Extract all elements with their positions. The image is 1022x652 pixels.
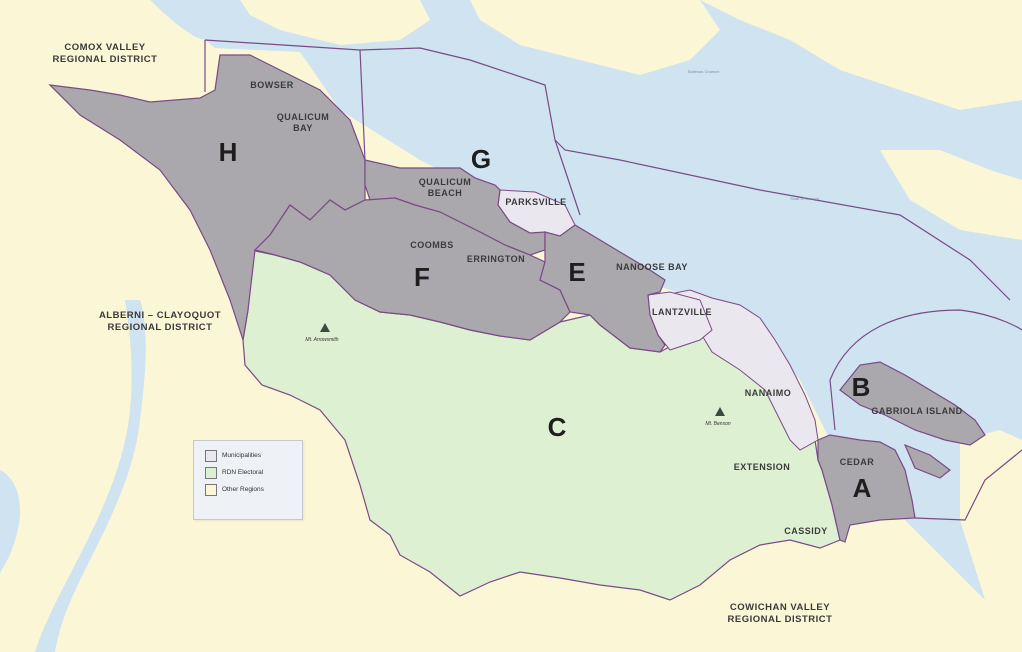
electoral-area-e — [539, 224, 666, 353]
area-letter-c: C — [548, 412, 567, 442]
region-cowichan-line1: COWICHAN VALLEY — [730, 602, 830, 613]
area-letter-h: H — [219, 137, 238, 167]
lake — [0, 470, 20, 575]
place-gabriola-island: GABRIOLA ISLAND — [871, 406, 962, 416]
boundary-lines — [204, 39, 1022, 521]
place-errington: ERRINGTON — [467, 254, 525, 264]
mountain-benson-icon — [715, 407, 725, 416]
texada-island-land — [700, 0, 1022, 110]
small-island — [903, 443, 951, 479]
legend-swatch-other-regions — [205, 483, 217, 496]
legend-item-rdn-electoral: RDN Electoral — [205, 464, 302, 481]
place-qualicum-beach-2: BEACH — [428, 188, 463, 198]
water-label-georgia: Strait of Georgia — [790, 196, 820, 201]
region-comox-line2: REGIONAL DISTRICT — [53, 54, 158, 65]
legend-label-other-regions: Other Regions — [222, 486, 264, 493]
area-letter-a: A — [853, 473, 872, 503]
comox-coast-land — [0, 0, 215, 100]
place-cedar: CEDAR — [840, 457, 875, 467]
north-island-land — [240, 0, 430, 45]
place-qualicum-bay-2: BAY — [293, 123, 313, 133]
place-nanoose-bay: NANOOSE BAY — [616, 262, 688, 272]
region-alberni-line2: REGIONAL DISTRICT — [108, 322, 213, 333]
alberni-inlet — [35, 300, 146, 652]
area-letter-g: G — [471, 144, 491, 174]
legend-swatch-rdn-electoral — [205, 466, 217, 479]
place-nanaimo: NANAIMO — [745, 388, 792, 398]
place-qualicum-beach-1: QUALICUM — [419, 177, 472, 187]
region-alberni-line1: ALBERNI – CLAYOQUOT — [99, 310, 221, 321]
east-island-land — [880, 150, 1022, 240]
place-coombs: COOMBS — [410, 240, 454, 250]
place-qualicum-bay-1: QUALICUM — [277, 112, 330, 122]
legend-label-rdn-electoral: RDN Electoral — [222, 469, 264, 476]
water-label-ballenas: Ballenas Channel — [688, 69, 719, 74]
mountain-arrowsmith-icon — [320, 323, 330, 332]
area-letter-b: B — [852, 372, 871, 402]
legend-item-municipalities: Municipalities — [205, 447, 302, 464]
electoral-area-a — [817, 434, 916, 543]
place-lantzville: LANTZVILLE — [652, 307, 712, 317]
place-extension: EXTENSION — [734, 462, 791, 472]
place-bowser: BOWSER — [250, 80, 294, 90]
place-parksville: PARKSVILLE — [505, 197, 566, 207]
region-cowichan-line2: REGIONAL DISTRICT — [728, 614, 833, 625]
region-comox-line1: COMOX VALLEY — [64, 42, 145, 53]
south-east-island-land — [960, 430, 1022, 620]
legend-item-other-regions: Other Regions — [205, 481, 302, 498]
peak-arrowsmith-label: Mt. Arrowsmith — [305, 337, 338, 343]
legend-label-municipalities: Municipalities — [222, 452, 262, 459]
place-cassidy: CASSIDY — [784, 526, 828, 536]
peak-benson-label: Mt. Benson — [705, 421, 731, 427]
gabriola-island — [839, 361, 986, 446]
area-letter-f: F — [414, 262, 430, 292]
map-legend: Municipalities RDN Electoral Other Regio… — [193, 440, 303, 520]
lasqueti-island-land — [470, 0, 720, 75]
legend-swatch-municipalities — [205, 449, 217, 462]
area-letter-e: E — [568, 257, 585, 287]
